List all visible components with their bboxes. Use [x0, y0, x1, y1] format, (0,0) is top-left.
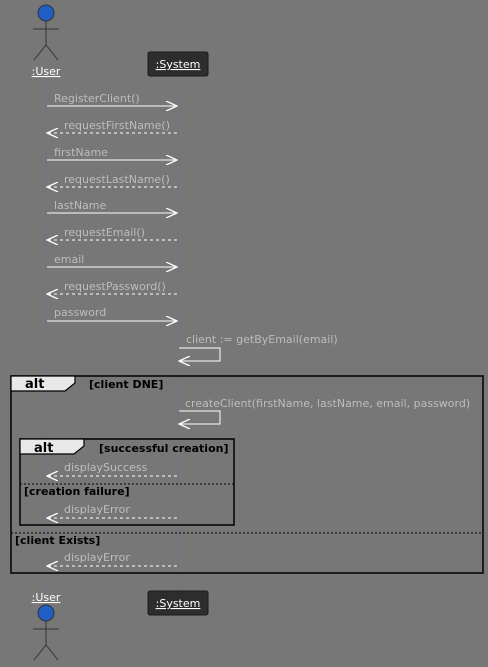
message-4: requestLastName() [47, 173, 177, 187]
message-13: displayError [47, 503, 177, 518]
message-label: password [54, 306, 106, 319]
message-label: displayError [64, 551, 130, 564]
message-label: displaySuccess [64, 461, 148, 474]
alt-fragment-outer: alt [client DNE] [client Exists] [10, 375, 484, 574]
message-8: requestPassword() [47, 280, 177, 294]
message-9: password [47, 306, 177, 321]
system-label-top: :System [156, 58, 201, 71]
message-label: requestFirstName() [64, 119, 170, 132]
system-participant-top: :System [147, 51, 209, 77]
fragment-keyword: alt [25, 377, 44, 392]
message-1: RegisterClient() [47, 92, 177, 106]
message-label: displayError [64, 503, 130, 516]
fragment-guard: [client DNE] [89, 378, 163, 391]
alt-fragment-inner: alt [successful creation] [creation fail… [19, 438, 235, 526]
message-3: firstName [47, 146, 177, 160]
message-label: client := getByEmail(email) [186, 333, 338, 346]
message-10-self: client := getByEmail(email) [179, 333, 338, 361]
message-label: email [54, 253, 84, 266]
fragment-else-guard: [client Exists] [15, 534, 100, 547]
message-label: lastName [54, 199, 107, 212]
message-label: requestEmail() [64, 226, 145, 239]
fragment-guard: [successful creation] [99, 442, 229, 455]
message-label: requestLastName() [64, 173, 170, 186]
message-5: lastName [47, 199, 177, 213]
system-participant-bottom: :System [147, 590, 209, 616]
message-11-self: createClient(firstName, lastName, email,… [179, 397, 470, 424]
user-label-top: :User [32, 65, 61, 78]
system-label-bottom: :System [156, 597, 201, 610]
message-label: requestPassword() [64, 280, 166, 293]
message-label: firstName [54, 146, 108, 159]
fragment-else-guard: [creation failure] [24, 485, 130, 498]
message-14: displayError [47, 551, 177, 566]
fragment-keyword: alt [34, 441, 53, 456]
message-2: requestFirstName() [47, 119, 177, 133]
actor-icon [33, 604, 59, 661]
message-label: RegisterClient() [54, 92, 140, 105]
message-label: createClient(firstName, lastName, email,… [185, 397, 470, 410]
user-label-bottom: :User [32, 591, 61, 604]
actor-icon [33, 4, 59, 61]
message-6: requestEmail() [47, 226, 177, 240]
message-12: displaySuccess [47, 461, 177, 476]
user-actor-top: :User [32, 4, 61, 78]
message-7: email [47, 253, 177, 267]
user-actor-bottom: :User [32, 591, 61, 661]
